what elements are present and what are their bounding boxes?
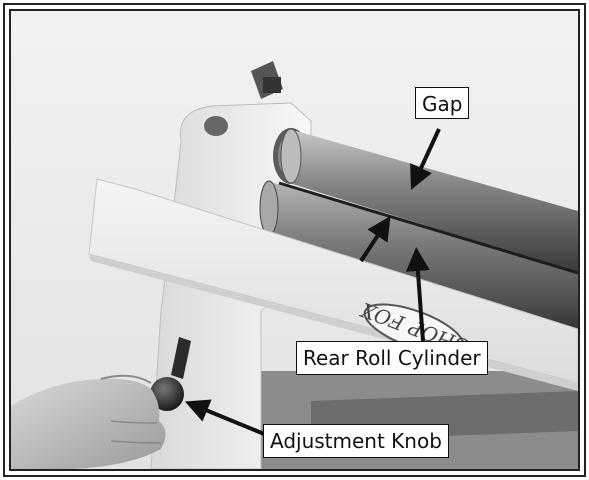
photo-frame: SHOP FOX Gap Rear Roll Cylind: [9, 9, 580, 471]
adjustment-knob-label: Adjustment Knob: [263, 424, 449, 458]
rear-roll-cylinder-label: Rear Roll Cylinder: [296, 341, 488, 375]
gap-label: Gap: [415, 87, 470, 119]
machine-photo: SHOP FOX: [11, 11, 578, 469]
outer-border: [3, 3, 586, 477]
